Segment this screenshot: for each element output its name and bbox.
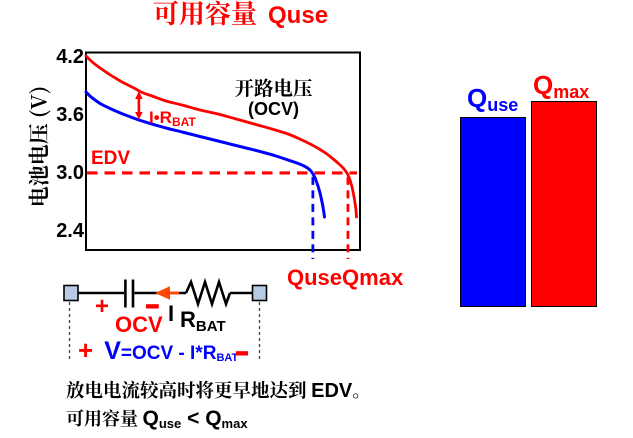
resistor-icon: [184, 277, 232, 309]
ir-drop-arrow: [135, 91, 143, 120]
ir-arrow-head-top: [135, 91, 143, 100]
ocv-annotation-chinese: 开路电压: [234, 73, 313, 101]
y-axis-title: 电池电压 (V): [23, 85, 54, 208]
circuit-resistor-label: RBAT: [180, 307, 226, 335]
ocv-annotation-latin: (OCV): [248, 98, 299, 119]
y-tick-label: 3.6: [56, 104, 84, 127]
circuit-current-label: I: [168, 301, 175, 326]
circuit-ocv-label: OCV: [115, 312, 163, 337]
ir-drop-label: I•RBAT: [149, 108, 196, 129]
loaded-voltage-curve: [84, 90, 326, 219]
quse-qmax-labels: QuseQmax: [287, 266, 403, 289]
y-tick-label: 3.0: [56, 161, 84, 184]
equation-v: V: [104, 337, 121, 365]
terminal-left: [63, 284, 79, 302]
circuit-diagram: [63, 277, 268, 362]
circuit-plus-sign: +: [95, 293, 110, 320]
equation-minus: -: [234, 331, 251, 372]
terminal-right: [251, 284, 268, 302]
qmax-marker-label: Qmax: [342, 265, 404, 290]
y-tick-label: 4.2: [56, 46, 84, 69]
equation-body: =OCV - I*R: [120, 343, 217, 364]
current-arrow-icon: [155, 286, 170, 300]
bar-qmax: [531, 101, 597, 307]
bar-quse: [460, 117, 526, 307]
note-line2: 可用容量 Quse < Qmax: [66, 405, 248, 431]
slide-title: 可用容量 Quse: [153, 0, 328, 31]
ir-arrow-head-bottom: [135, 111, 143, 120]
ocv-curve: [84, 54, 358, 219]
title-chinese: 可用容量: [153, 0, 258, 31]
ocv-annotation: 开路电压 (OCV): [213, 73, 334, 120]
bar-label-qmax: Qmax: [533, 70, 590, 103]
equation-sub: BAT: [216, 352, 239, 365]
plot-frame: [85, 51, 361, 251]
edv-label: EDV: [91, 148, 131, 169]
quse-marker-label: Quse: [287, 265, 343, 290]
title-latin: Quse: [268, 2, 329, 29]
y-tick-label: 2.4: [56, 219, 84, 242]
voltage-equation: + V=OCV - I*RBAT-: [78, 332, 250, 371]
bar-label-quse: Quse: [467, 83, 519, 116]
equation-plus: +: [78, 335, 94, 365]
circuit-minus-sign: -: [143, 284, 161, 325]
note-line1: 放电电流较高时将更早地达到 EDV。: [66, 377, 371, 403]
